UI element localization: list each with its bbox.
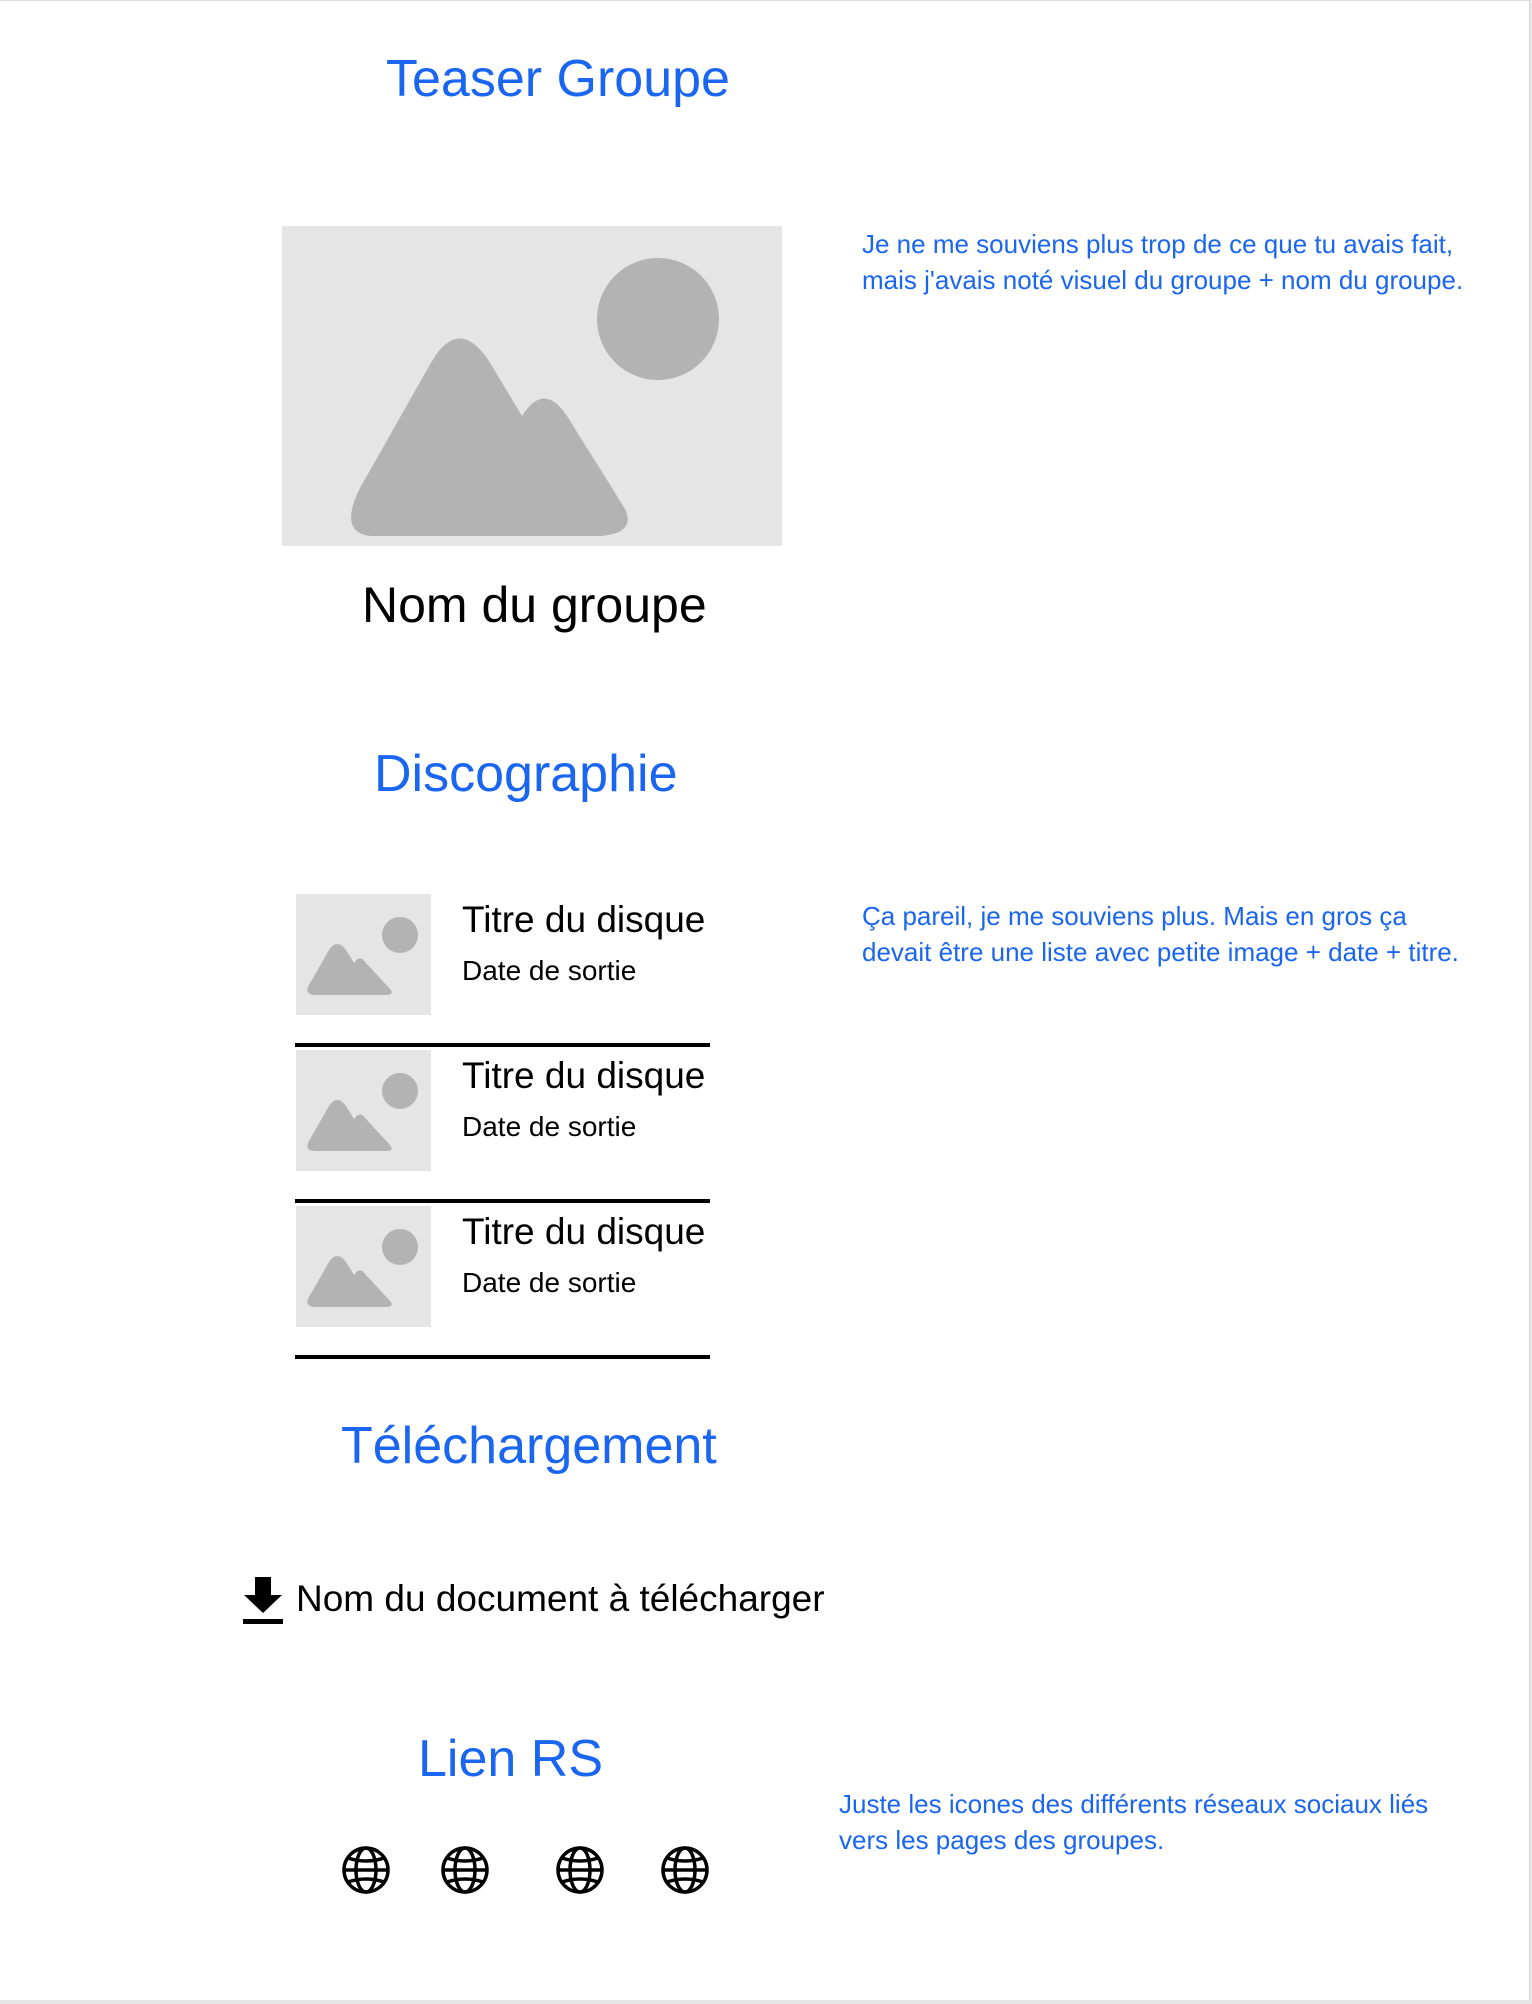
disc-release-date: Date de sortie (462, 955, 637, 986)
social-note: Juste les icones des différents réseaux … (839, 1789, 1429, 1855)
disc-title: Titre du disque (462, 899, 706, 940)
teaser-note: Je ne me souviens plus trop de ce que tu… (862, 229, 1464, 295)
download-link[interactable]: Nom du document à télécharger (242, 1573, 825, 1625)
group-name: Nom du groupe (362, 577, 707, 633)
list-item[interactable]: Titre du disque Date de sortie (295, 1203, 710, 1359)
disc-title: Titre du disque (462, 1055, 706, 1096)
album-image-placeholder-icon (296, 1050, 431, 1171)
globe-icon[interactable] (555, 1845, 605, 1895)
globe-icon[interactable] (660, 1845, 710, 1895)
download-document-label: Nom du document à télécharger (296, 1578, 825, 1619)
album-image-placeholder-icon (296, 1206, 431, 1327)
list-item[interactable]: Titre du disque Date de sortie (295, 891, 710, 1047)
discography-list: Titre du disque Date de sortie Titre du … (295, 891, 710, 1359)
social-heading: Lien RS (418, 1730, 603, 1788)
group-image-placeholder-icon (282, 226, 782, 546)
list-item[interactable]: Titre du disque Date de sortie (295, 1047, 710, 1203)
discography-heading: Discographie (374, 745, 678, 803)
album-image-placeholder-icon (296, 894, 431, 1015)
teaser-heading: Teaser Groupe (386, 50, 730, 108)
globe-icon[interactable] (440, 1845, 490, 1895)
download-heading: Téléchargement (341, 1417, 717, 1475)
disc-release-date: Date de sortie (462, 1111, 637, 1142)
globe-icon[interactable] (341, 1845, 391, 1895)
discography-note: Ça pareil, je me souviens plus. Mais en … (862, 901, 1459, 967)
download-icon (243, 1577, 283, 1624)
disc-release-date: Date de sortie (462, 1267, 637, 1298)
disc-title: Titre du disque (462, 1211, 706, 1252)
